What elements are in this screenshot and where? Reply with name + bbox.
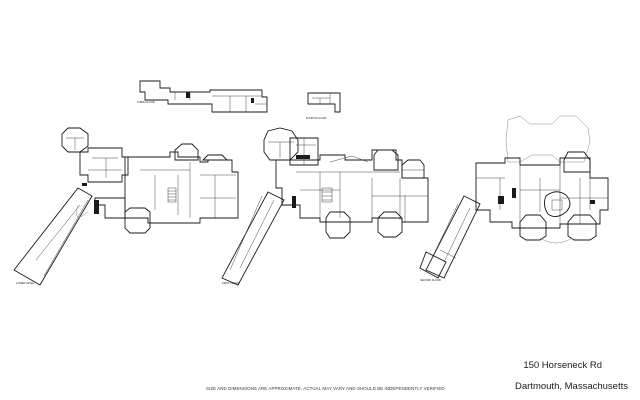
first-floor-label: FIRST FLOOR: [222, 281, 239, 285]
fourth-floor-label: FOURTH FLOOR: [306, 116, 327, 120]
address-street: 150 Horseneck Rd: [523, 360, 602, 371]
fourth-floor-plan: FOURTH FLOOR: [306, 92, 341, 120]
third-floor-plan: THIRD FLOOR: [137, 80, 268, 113]
second-floor-plan: SECOND FLOOR: [419, 115, 609, 282]
second-floor-label: SECOND FLOOR: [420, 278, 441, 282]
address-city-state: Dartmouth, Massachusetts: [515, 381, 628, 392]
dimensions-disclaimer: SIZE AND DIMENSIONS ARE APPROXIMATE, ACT…: [206, 386, 445, 391]
third-floor-label: THIRD FLOOR: [137, 100, 155, 104]
lower-level-label: LOWER LEVEL: [16, 281, 35, 285]
lower-level-plan: LOWER LEVEL: [13, 127, 239, 286]
first-floor-plan: FIRST FLOOR: [221, 127, 429, 286]
